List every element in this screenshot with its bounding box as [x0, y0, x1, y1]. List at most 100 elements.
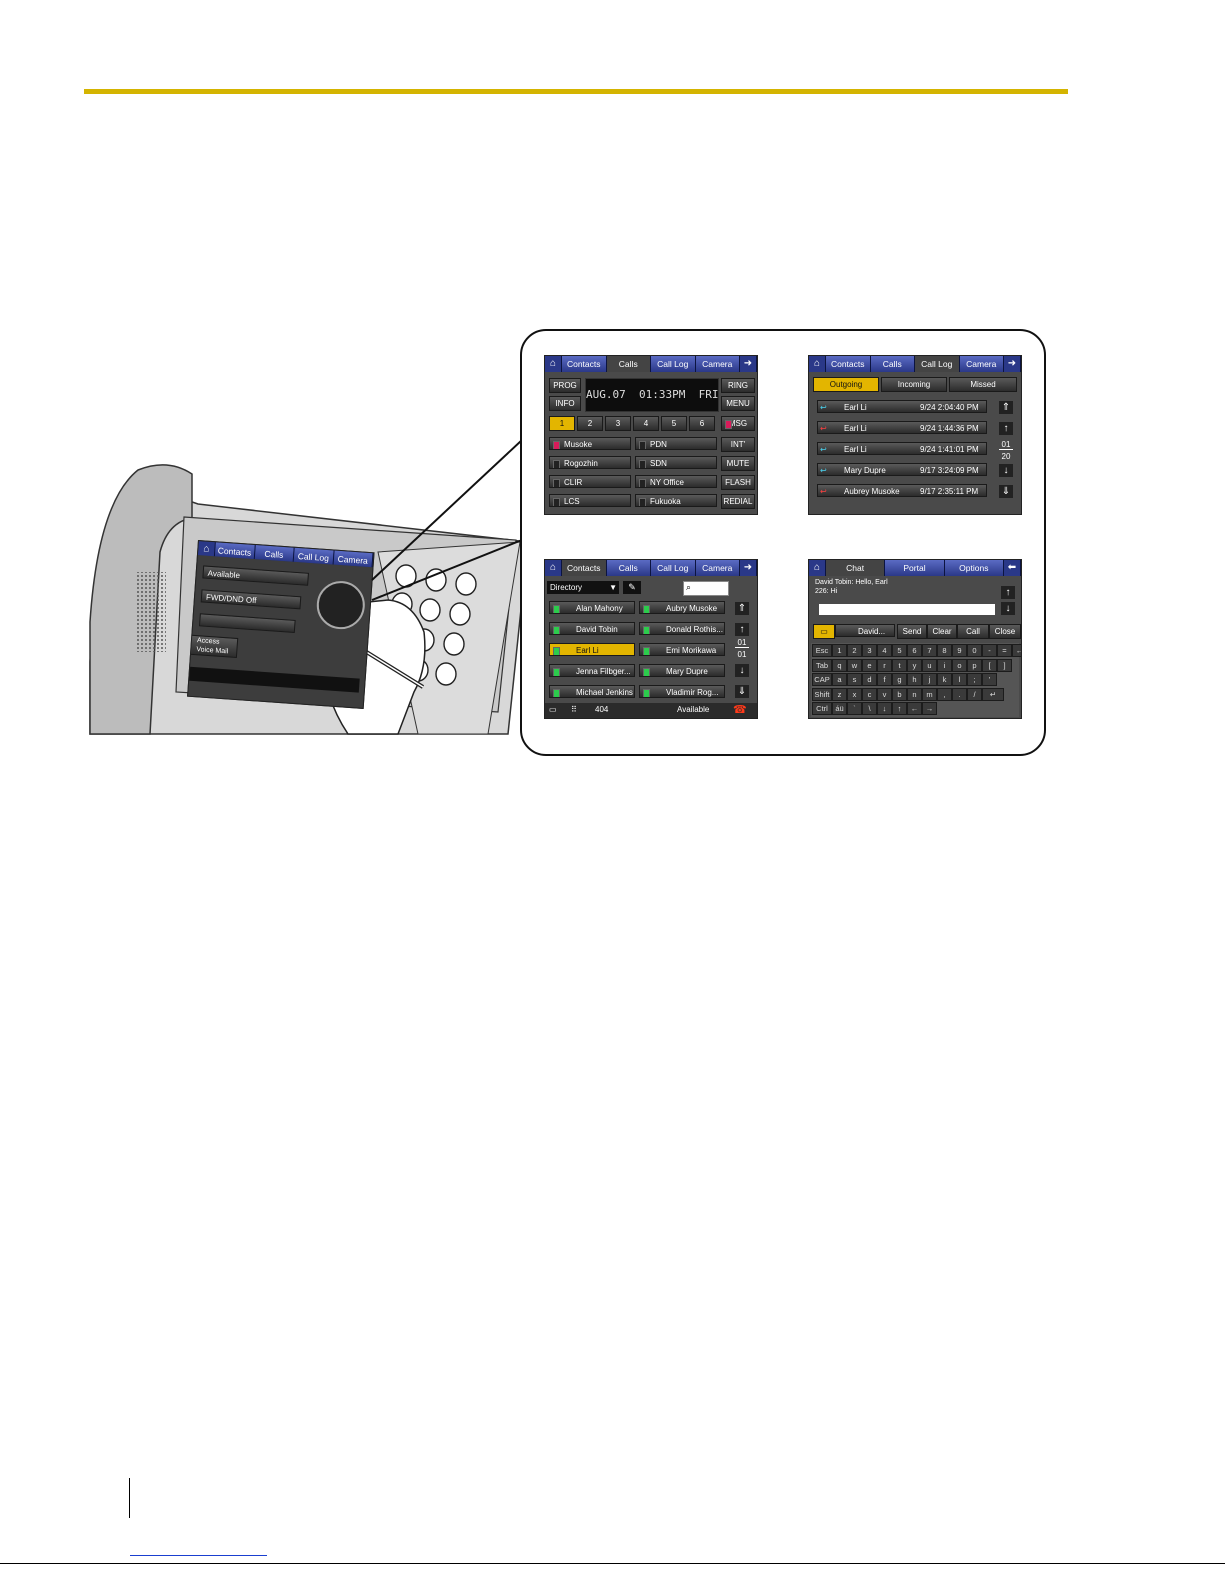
- log-tab-calls[interactable]: Calls: [870, 356, 915, 372]
- feature-key[interactable]: LCS: [549, 494, 631, 507]
- contact-entry[interactable]: David Tobin: [549, 622, 635, 635]
- keyboard-key[interactable]: k: [937, 673, 952, 686]
- keyboard-key[interactable]: l: [952, 673, 967, 686]
- keyboard-key[interactable]: Esc: [812, 644, 832, 657]
- keyboard-key[interactable]: x: [847, 687, 862, 701]
- keyboard-key[interactable]: 5: [892, 644, 907, 657]
- line-key-2[interactable]: 2: [577, 416, 603, 431]
- keyboard-key[interactable]: s: [847, 673, 862, 686]
- msg-button[interactable]: MSG: [721, 416, 755, 431]
- prog-button[interactable]: PROG: [549, 378, 581, 393]
- keyboard-key[interactable]: Tab: [812, 658, 832, 672]
- directory-select[interactable]: Directory▼: [547, 581, 619, 594]
- calls-tab-calls[interactable]: Calls: [606, 356, 651, 372]
- chat-tab-options[interactable]: Options: [944, 560, 1004, 576]
- send-button[interactable]: Send: [897, 624, 927, 639]
- log-tab-calllog[interactable]: Call Log: [915, 356, 960, 372]
- scroll-up-icon[interactable]: ↑: [1001, 586, 1015, 599]
- scroll-top-icon[interactable]: ⇑: [735, 602, 749, 615]
- keyboard-key[interactable]: h: [907, 673, 922, 686]
- keyboard-key[interactable]: \: [862, 702, 877, 715]
- keyboard-key[interactable]: q: [832, 658, 847, 672]
- mute-button[interactable]: MUTE: [721, 456, 755, 471]
- line-key-3[interactable]: 3: [605, 416, 631, 431]
- hangup-icon[interactable]: ☎: [733, 704, 747, 716]
- keyboard-key[interactable]: 9: [952, 644, 967, 657]
- scroll-top-icon[interactable]: ⇑: [999, 401, 1013, 414]
- contact-entry[interactable]: Vladimir Rog...: [639, 685, 725, 698]
- contacts-tab-calllog[interactable]: Call Log: [651, 560, 696, 576]
- feature-key[interactable]: PDN: [635, 437, 717, 450]
- int-button[interactable]: INT': [721, 437, 755, 452]
- contact-entry[interactable]: Michael Jenkins: [549, 685, 635, 698]
- chat-tab-portal[interactable]: Portal: [885, 560, 945, 576]
- chat-input[interactable]: [819, 604, 995, 615]
- line-key-5[interactable]: 5: [661, 416, 687, 431]
- keyboard-key[interactable]: n: [907, 687, 922, 701]
- line-key-6[interactable]: 6: [689, 416, 715, 431]
- edit-icon[interactable]: ✎: [623, 581, 641, 594]
- call-button[interactable]: Call: [957, 624, 989, 639]
- keyboard-key[interactable]: d: [862, 673, 877, 686]
- keyboard-key[interactable]: c: [862, 687, 877, 701]
- line-key-4[interactable]: 4: [633, 416, 659, 431]
- empty-dropdown[interactable]: [198, 613, 296, 633]
- keyboard-key[interactable]: ': [982, 673, 997, 686]
- contact-entry[interactable]: Jenna Filbger...: [549, 664, 635, 677]
- scroll-down-icon[interactable]: ↓: [735, 664, 749, 677]
- keyboard-key[interactable]: =: [997, 644, 1012, 657]
- keyboard-key[interactable]: r: [877, 658, 892, 672]
- feature-key[interactable]: SDN: [635, 456, 717, 469]
- keyboard-key[interactable]: v: [877, 687, 892, 701]
- search-input[interactable]: ⌕: [683, 581, 729, 596]
- keyboard-key[interactable]: /: [967, 687, 982, 701]
- menu-button[interactable]: MENU: [721, 396, 755, 411]
- keyboard-key[interactable]: f: [877, 673, 892, 686]
- keyboard-key[interactable]: ,: [937, 687, 952, 701]
- keyboard-key[interactable]: áü: [832, 702, 847, 715]
- voicemail-button[interactable]: Access Voice Mail: [187, 634, 239, 658]
- keyboard-key[interactable]: 7: [922, 644, 937, 657]
- filter-outgoing[interactable]: Outgoing: [813, 377, 879, 392]
- keyboard-key[interactable]: ↵: [982, 687, 1004, 701]
- keyboard-key[interactable]: y: [907, 658, 922, 672]
- phone-tab-calls[interactable]: Calls: [254, 545, 295, 562]
- close-button[interactable]: Close: [989, 624, 1021, 639]
- home-icon[interactable]: ⌂: [809, 356, 826, 372]
- keyboard-key[interactable]: i: [937, 658, 952, 672]
- keyboard-key[interactable]: `: [847, 702, 862, 715]
- feature-key[interactable]: NY Office: [635, 475, 717, 488]
- contacts-tab-calls[interactable]: Calls: [606, 560, 651, 576]
- home-icon[interactable]: ⌂: [197, 541, 216, 557]
- keyboard-key[interactable]: ]: [997, 658, 1012, 672]
- contact-entry[interactable]: Alan Mahony: [549, 601, 635, 614]
- keyboard-key[interactable]: m: [922, 687, 937, 701]
- contact-entry[interactable]: Donald Rothis...: [639, 622, 725, 635]
- home-icon[interactable]: ⌂: [545, 560, 562, 576]
- chat-recipient[interactable]: David...: [835, 624, 895, 637]
- keyboard-key[interactable]: ↓: [877, 702, 892, 715]
- status-dropdown[interactable]: Available: [202, 565, 309, 586]
- keyboard-key[interactable]: 1: [832, 644, 847, 657]
- keyboard-key[interactable]: Shift: [812, 687, 832, 701]
- arrow-right-icon[interactable]: ➜: [740, 560, 757, 576]
- feature-key[interactable]: Musoke: [549, 437, 631, 450]
- calls-tab-camera[interactable]: Camera: [695, 356, 740, 372]
- flash-button[interactable]: FLASH: [721, 475, 755, 490]
- keyboard-key[interactable]: ←: [907, 702, 922, 715]
- ring-button[interactable]: RING: [721, 378, 755, 393]
- scroll-up-icon[interactable]: ↑: [735, 623, 749, 636]
- keyboard-key[interactable]: a: [832, 673, 847, 686]
- line-key-1[interactable]: 1: [549, 416, 575, 431]
- keyboard-key[interactable]: p: [967, 658, 982, 672]
- contact-entry[interactable]: Emi Morikawa: [639, 643, 725, 656]
- contacts-tab-contacts[interactable]: Contacts: [562, 560, 607, 576]
- keyboard-key[interactable]: ←: [1012, 644, 1021, 657]
- keyboard-key[interactable]: 2: [847, 644, 862, 657]
- keyboard-key[interactable]: ↑: [892, 702, 907, 715]
- keyboard-key[interactable]: w: [847, 658, 862, 672]
- keyboard-key[interactable]: g: [892, 673, 907, 686]
